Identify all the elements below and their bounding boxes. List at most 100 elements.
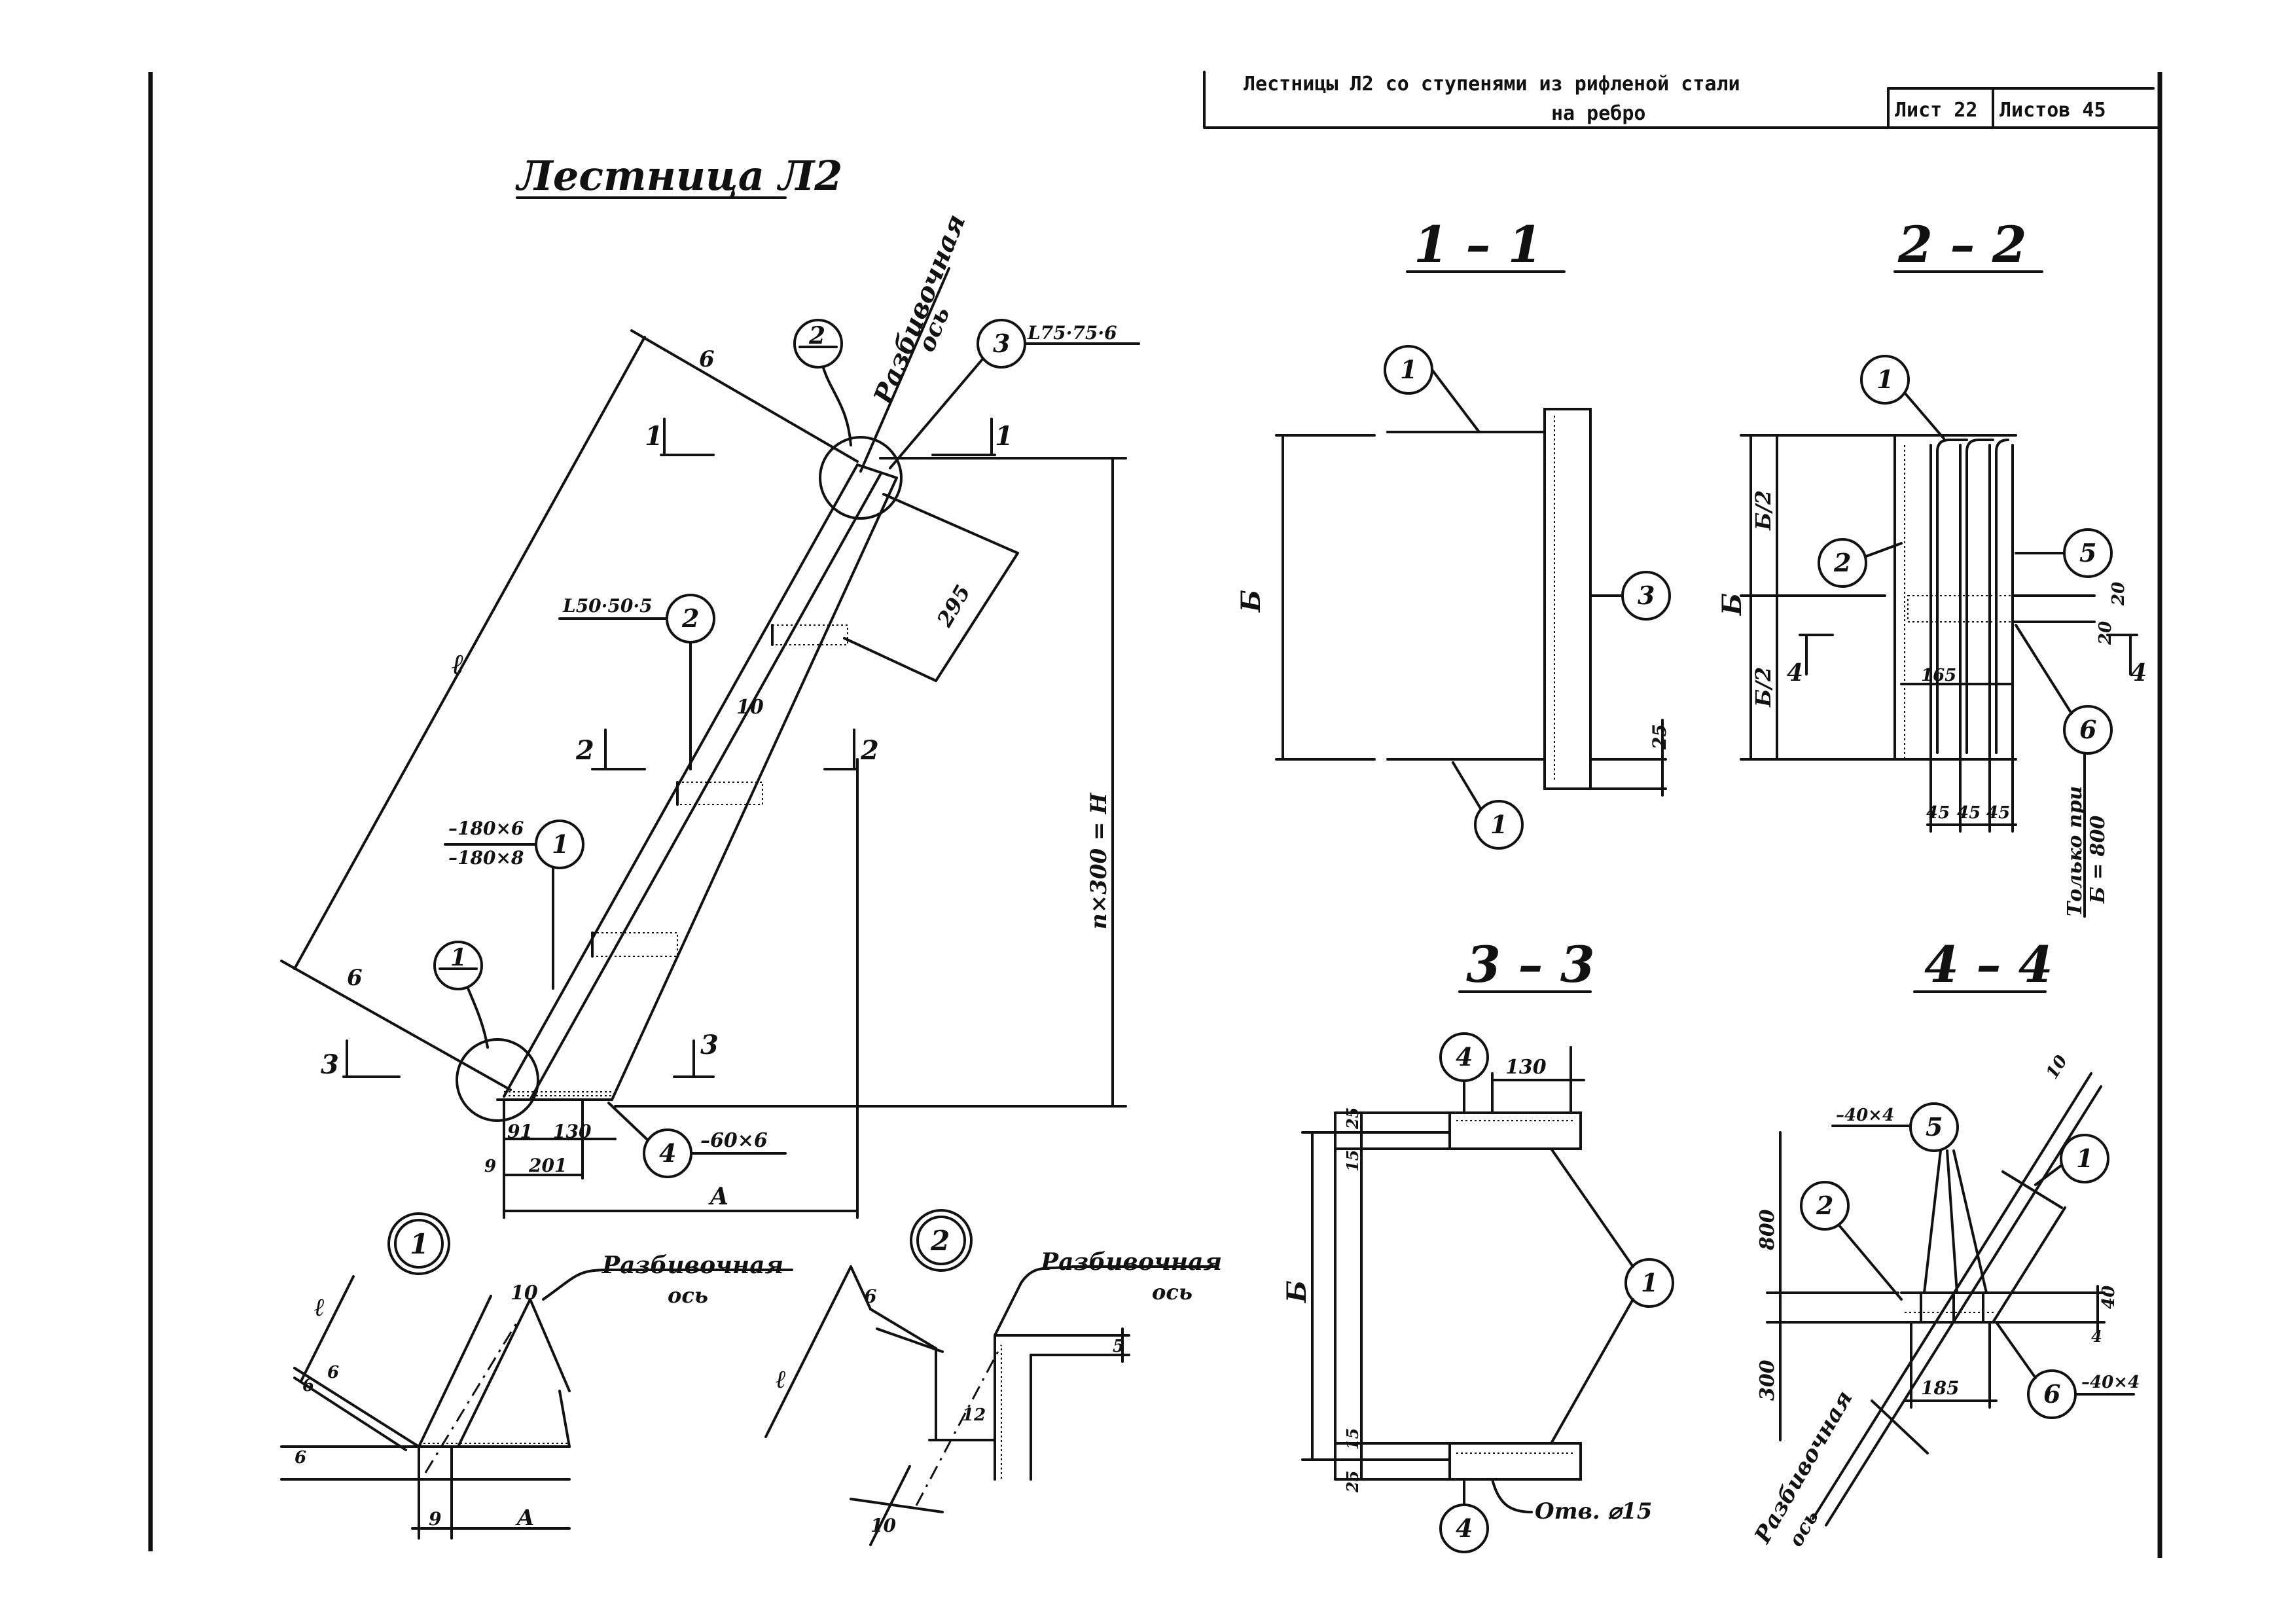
detail-1-dim-l: ℓ [314,1292,325,1322]
sec-2-left: 2 [575,735,594,766]
section-11-bubble-3: 3 [1638,581,1655,610]
section-1-1: 1 – 1 Б 25 1 3 1 [1236,215,1671,850]
section-33-bubble-1: 1 [1641,1268,1658,1297]
plate-180x6: –180×6 [448,818,524,839]
dim-91: 91 [507,1121,533,1142]
sec-3-right: 3 [700,1030,719,1060]
detail-1-axis-label-2: ось [668,1283,708,1308]
section-22-sec-4-left: 4 [1787,659,1803,687]
detail-2-dim-6: 6 [864,1286,876,1307]
section-22-dim-B: Б [1717,593,1748,616]
section-3-3: 3 – 3 Б 25 15 15 25 130 4 4 1 Отв. [1282,935,1674,1553]
sheets-count: Листов 45 [2000,99,2106,122]
dim-6-bottom: 6 [347,965,363,991]
section-33-bubble-4-bottom: 4 [1456,1513,1473,1543]
dim-130-main: 130 [553,1121,592,1142]
angle-50-label: L50·50·5 [562,595,653,617]
node-2-circle [819,436,903,520]
detail-1-number: 1 [410,1228,429,1260]
node-1-label: 1 [450,944,467,971]
detail-2-dim-10: 10 [870,1515,896,1536]
section-33-dim-B: Б [1282,1280,1312,1303]
section-11-dim-25: 25 [1649,724,1670,750]
detail-node-1: 1 ℓ 6 6 6 10 9 A Разбивочная ось [280,1212,793,1540]
section-22-dim-45a: 45 [1926,803,1950,823]
section-44-dim-10: 10 [2042,1052,2072,1083]
plate-60x6: –60×6 [700,1129,768,1152]
bubble-3-num: 3 [993,329,1010,358]
node-2-label: 2 [808,322,825,350]
detail-node-2: 2 ℓ 6 10 12 5 Разбивочная ось [764,1209,1222,1546]
section-22-title: 2 – 2 [1897,215,2027,274]
section-11-dim-B: Б [1236,590,1266,613]
section-22-dim-45b: 45 [1957,803,1981,823]
sec-1-left: 1 [645,421,663,452]
detail-1-dim-6c: 6 [295,1448,306,1468]
title-line-2: на ребро [1551,102,1646,125]
section-11-bubble-1-bottom: 1 [1490,810,1507,839]
detail-2-axis-label-2: ось [1152,1280,1193,1305]
section-33-dim-15-top: 15 [1343,1150,1362,1172]
section-44-bubble-6: 6 [2043,1379,2060,1409]
section-33-dim-25-bottom: 25 [1343,1471,1362,1493]
detail-1-dim-6a: 6 [327,1363,339,1382]
section-33-hole-label: Отв. ⌀15 [1535,1498,1652,1525]
section-22-dim-B2-bottom: Б/2 [1751,667,1776,708]
section-22-bubble-2: 2 [1833,548,1851,577]
section-44-plate-top: –40×4 [1836,1106,1894,1125]
section-22-bubble-6: 6 [2079,715,2096,744]
main-view-title: Лестница Л2 [515,152,842,200]
section-22-sec-4-right: 4 [2130,659,2147,687]
bubble-2-main-num: 2 [681,604,699,633]
section-44-dim-300: 300 [1756,1360,1779,1401]
sec-1-right: 1 [995,421,1013,452]
section-22-note-2: Б = 800 [2087,816,2109,904]
main-ladder-view: Лестница Л2 ℓ 6 6 2 1 [280,152,1140,1219]
section-2-2: 2 – 2 Б Б/2 Б/2 4 4 165 45 4 [1717,215,2147,918]
detail-2-number: 2 [930,1225,950,1257]
detail-1-dim-9: 9 [429,1508,441,1530]
section-22-dim-B2-top: Б/2 [1751,490,1776,531]
section-44-dim-4: 4 [2091,1327,2102,1346]
detail-2-dim-12: 12 [962,1405,986,1425]
detail-2-axis-label-1: Разбивочная [1040,1248,1222,1276]
plate-180x8: –180×8 [448,847,524,869]
detail-1-dim-A: A [515,1505,534,1531]
main-axis-label-1: Разбивочная [867,210,971,409]
angle-75-label: L75·75·6 [1027,322,1117,344]
section-33-dim-15-bottom: 15 [1343,1428,1362,1450]
section-22-dim-165: 165 [1921,666,1956,685]
section-33-dim-25-top: 25 [1343,1108,1362,1130]
title-line-1: Лестницы Л2 со ступенями из рифленой ста… [1244,73,1740,96]
section-44-dim-185: 185 [1921,1377,1959,1399]
section-22-dim-20a: 20 [2109,582,2128,606]
section-22-dim-20b: 20 [2096,621,2115,645]
dim-9-main: 9 [484,1157,496,1176]
node-1-circle [456,1038,539,1122]
section-22-bubble-1: 1 [1876,365,1893,394]
bubble-1-main-num: 1 [552,829,569,859]
section-44-dim-40: 40 [2099,1286,2119,1309]
detail-2-dim-l: ℓ [776,1364,786,1394]
section-22-dim-45c: 45 [1986,803,2010,823]
section-44-plate-bottom: –40×4 [2081,1373,2140,1392]
dim-length: ℓ [452,648,464,681]
node-1-marker [433,941,483,990]
dim-295: 295 [932,581,976,632]
section-22-note-1: Только при [2064,786,2087,916]
bubble-4-main-num: 4 [659,1138,676,1168]
section-44-bubble-5: 5 [1926,1112,1943,1142]
detail-1-dim-6b: 6 [302,1376,314,1396]
section-44-bubble-2: 2 [1816,1191,1833,1220]
section-33-dim-130: 130 [1505,1056,1547,1079]
section-11-title: 1 – 1 [1414,215,1543,274]
sheet-frame [148,71,2162,1558]
title-block: Лестницы Л2 со ступенями из рифленой ста… [1244,73,2106,125]
section-44-title: 4 – 4 [1924,935,2053,994]
section-4-4: 4 – 4 800 300 185 40 4 10 5 –40×4 [1749,935,2140,1551]
detail-1-axis-label-1: Разбивочная [601,1252,783,1279]
detail-1-dim-10: 10 [511,1282,538,1305]
section-44-dim-800: 800 [1756,1209,1779,1251]
